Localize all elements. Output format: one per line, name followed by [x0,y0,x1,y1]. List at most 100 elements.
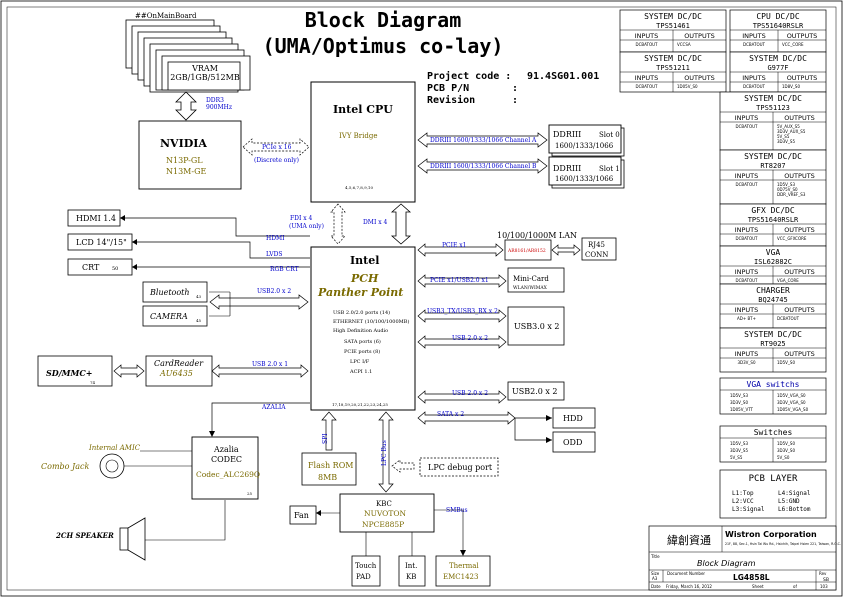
cpu-box [310,81,416,203]
pch-title: Intel [350,254,379,267]
power-output-value: 3D3V_S5 [777,139,795,144]
touchpad-box [351,555,381,587]
switches-out: 5V_S0 [777,455,790,460]
power-input-value: AD+ BT+ [737,316,756,321]
pcb-pn-label: PCB P/N [427,83,469,94]
cardreader-title: CardReader [154,359,204,368]
lan-rj45-arrow [551,244,581,256]
power-title: SYSTEM DC/DC [749,54,807,63]
power-input-value: DCBATOUT [735,124,758,129]
size-label: Size [651,571,660,576]
pcb-layer-item: L3:Signal [732,506,765,513]
thermal-line2: EMC1423 [443,573,478,581]
cpu-title: Intel CPU [333,103,393,116]
pch-features: USB 2.0/2.0 ports (14) ETHERNET (10/100/… [333,309,409,375]
vga-switchs-in: 1D05V_VTT [730,407,754,412]
power-input-value: DCBATOUT [735,278,758,283]
bluetooth-box [142,281,208,303]
power-outputs-label: OUTPUTS [784,268,815,276]
intkb-line2: KB [406,573,416,581]
power-inputs-label: INPUTS [742,74,766,82]
flash-box [301,452,357,486]
pcb-layer-item: L4:Signal [778,490,811,497]
vga-switchs-in: 3D3V_S0 [730,400,748,405]
power-chip: TPS51640RSLR [748,216,799,224]
usb2-left-label: USB2.0 x 2 [257,288,291,295]
pch-feature: ACPI 1.1 [349,369,372,375]
power-chip: TPS51123 [756,104,790,112]
power-input-value: 3D3V_S0 [738,360,756,365]
lpc-debug-label: LPC debug port [428,463,493,472]
power-inputs-label: INPUTS [635,32,659,40]
power-output-value: 5V_S5 [777,134,790,139]
hdmi-link-label: HDMI [266,235,285,242]
ddr-b-arrow [417,158,548,174]
fan-box [289,505,317,525]
cardreader-link-arrow [211,364,309,378]
power-outputs-label: OUTPUTS [787,74,818,82]
svg-text:74: 74 [90,380,96,385]
revision-value: : [512,95,518,106]
cardreader-box [145,355,213,387]
flash-line2: 8MB [318,473,337,482]
hdd-name: HDD [563,414,583,423]
pcb-layer-item: L1:Top [732,490,754,497]
uma-only-label: (UMA only) [289,223,324,230]
smbus-label: SMBus [446,507,468,514]
usb30-link1-label: USB3_TX/USB3_RX x 2 [427,308,498,315]
lpc-bus-arrow [378,411,394,493]
pcie-x16-arrow [242,138,310,156]
minicard-box [507,267,565,293]
flash-line1: Flash ROM [308,461,353,470]
power-output-value: 1D5V_S0 [777,360,795,365]
power-output-value: DDR_VREF_S3 [777,192,806,197]
power-title: GFX DC/DC [751,206,795,215]
power-title: CHARGER [756,286,790,295]
kbc-line1: NUVOTON [364,509,406,518]
crt-name: CRT [82,263,100,272]
nvidia-line1: N13P-GL [166,156,203,165]
ddr-slot1-box [548,156,622,186]
dmi-label: DMI x 4 [363,219,388,226]
power-title: SYSTEM DC/DC [744,94,802,103]
power-inputs-label: INPUTS [735,172,759,180]
minicard-link-label: PCIE x1/USB2.0 x1 [430,277,489,284]
crt-box [67,258,133,276]
pch-feature: PCIE ports (8) [344,348,380,355]
switches-out: 1D5V_S0 [777,441,795,446]
power-outputs-label: OUTPUTS [784,306,815,314]
lcd-name: LCD 14"/15" [76,238,127,247]
pcb-layer-item: L6:Bottom [778,506,811,513]
vram-nvidia-arrow [175,91,197,121]
date-value: Friday, March 16, 2012 [666,584,712,589]
hdmi-name: HDMI 1.4 [76,214,116,223]
usb30-name: USB3.0 x 2 [514,322,560,331]
kbc-box [339,493,435,533]
odd-box [552,431,596,453]
power-chip: TPS51211 [656,64,690,72]
vram-stack [125,19,251,93]
speaker-label: 2CH SPEAKER [55,531,114,540]
sdmmc-name: SD/MMC+ [46,368,92,378]
svg-text:25: 25 [247,491,253,496]
crt-page: 50 [112,266,118,272]
power-title: VGA [766,248,781,257]
power-input-value: DCBATOUT [735,236,758,241]
power-outputs-label: OUTPUTS [787,32,818,40]
power-inputs-label: INPUTS [735,114,759,122]
lan-box [504,239,552,261]
lpc-debug-box [419,457,499,477]
power-output-value: VCCSA [677,42,691,47]
company-logo-chars: 緯創資通 [667,533,711,547]
hdmi-link [120,217,310,237]
ddr-slot0-name: DDRIII [553,130,581,139]
power-inputs-label: INPUTS [742,32,766,40]
ddr-slot1-slot: Slot 1 [599,165,620,173]
power-input-value: DCBATOUT [635,84,658,89]
discrete-only-label: (Discrete only) [254,157,299,164]
pch-feature: USB 2.0/2.0 ports (14) [333,309,390,316]
power-output-value: VCC_GFXCORE [777,236,807,241]
lpc-bus-label: LPC Bus [381,440,388,466]
lan-title: 10/100/1000M LAN [497,231,577,240]
